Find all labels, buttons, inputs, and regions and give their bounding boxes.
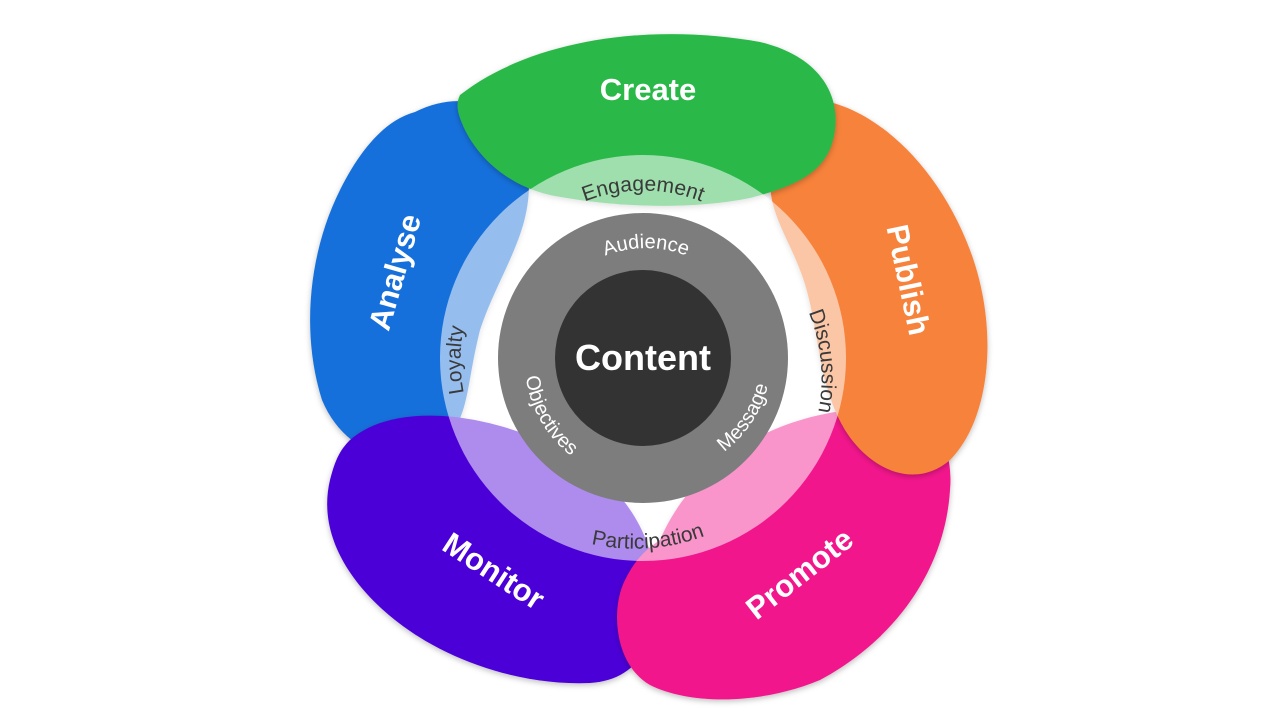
center-disk: [555, 270, 731, 446]
center-label: Content: [575, 337, 711, 378]
petal-analyse: [310, 101, 529, 457]
petal-publish: [770, 100, 988, 475]
petal-create: [457, 34, 836, 206]
phase-label-create: Create: [600, 72, 697, 107]
